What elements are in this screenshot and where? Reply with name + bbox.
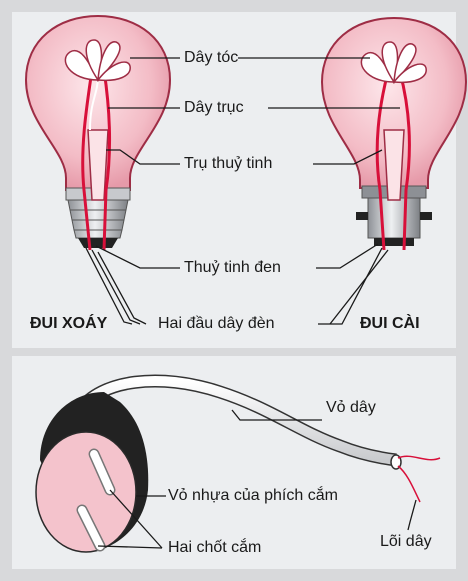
- bayonet-glass-stem: [384, 130, 404, 200]
- plug-body: [36, 392, 148, 552]
- bayonet-bulb: [322, 18, 466, 250]
- label-black-glass: Thuỷ tinh đen: [184, 260, 281, 276]
- screw-bulb: [26, 16, 170, 250]
- label-pins: Hai chốt cắm: [168, 540, 261, 556]
- label-terminals: Hai đầu dây đèn: [158, 316, 275, 332]
- bayonet-pin-left: [356, 212, 368, 220]
- label-plug-body: Vỏ nhựa của phích cắm: [168, 488, 338, 504]
- label-core: Lõi dây: [380, 534, 432, 550]
- bayonet-pin-right: [420, 212, 432, 220]
- label-glass-stem: Trụ thuỷ tinh: [184, 156, 272, 172]
- caption-bayonet-base: ĐUI CÀI: [360, 316, 420, 332]
- label-cable-sheath: Vỏ dây: [326, 400, 376, 416]
- core-wire-1: [398, 456, 440, 459]
- plug-face: [36, 432, 136, 552]
- bayonet-black-glass: [374, 238, 414, 246]
- label-filament: Dây tóc: [184, 50, 238, 66]
- caption-screw-base: ĐUI XOÁY: [30, 316, 107, 332]
- label-support-wire: Dây trục: [184, 100, 244, 116]
- core-wire-2: [398, 466, 420, 502]
